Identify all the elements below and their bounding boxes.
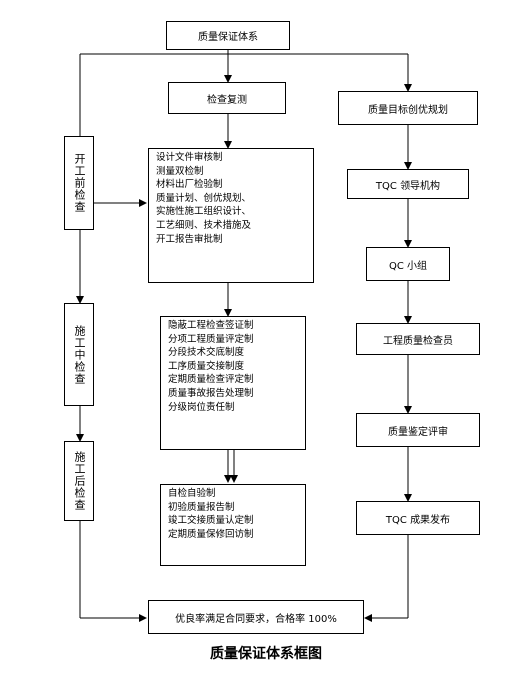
side-label-prestart: 开工前检查 xyxy=(73,153,86,213)
side-box-post: 施工后检查 xyxy=(64,441,94,521)
result-box: 优良率满足合同要求，合格率 100% xyxy=(148,600,364,634)
list-item: 实施性施工组织设计、 xyxy=(156,206,252,218)
qc-group-label: QC 小组 xyxy=(388,260,428,272)
list-item: 质量计划、创优规划、 xyxy=(156,192,252,204)
post-list-box: 自检自验制 初验质量报告制 竣工交接质量认定制 定期质量保修回访制 xyxy=(160,484,306,566)
tqc-leadership-box: TQC 领导机构 xyxy=(347,169,469,199)
list-item: 分段技术交底制度 xyxy=(168,347,245,359)
qc-group-box: QC 小组 xyxy=(366,247,450,281)
list-item: 竣工交接质量认定制 xyxy=(168,515,254,527)
side-box-prestart: 开工前检查 xyxy=(64,136,94,230)
tqc-leadership-label: TQC 领导机构 xyxy=(375,180,441,192)
list-item: 定期质量检查评定制 xyxy=(168,374,254,386)
side-box-inprogress: 施工中检查 xyxy=(64,303,94,406)
list-item: 隐蔽工程检查签证制 xyxy=(168,320,254,331)
list-item: 设计文件审核制 xyxy=(156,152,223,163)
quality-appraisal-box: 质量鉴定评审 xyxy=(356,413,480,447)
tqc-results-box: TQC 成果发布 xyxy=(356,501,480,535)
list-item: 开工报告审批制 xyxy=(156,233,223,245)
list-item: 分级岗位责任制 xyxy=(168,401,235,413)
list-item: 测量双检制 xyxy=(156,165,204,177)
inspect-review-label: 检查复测 xyxy=(207,94,247,106)
list-item: 工序质量交接制度 xyxy=(168,360,245,372)
quality-appraisal-label: 质量鉴定评审 xyxy=(388,426,448,438)
list-item: 分项工程质量评定制 xyxy=(168,333,254,345)
quality-inspector-box: 工程质量检查员 xyxy=(356,323,480,355)
quality-goal-box: 质量目标创优规划 xyxy=(338,91,478,125)
list-item: 自检自验制 xyxy=(168,488,216,499)
root-box: 质量保证体系 xyxy=(166,21,290,50)
side-label-inprogress: 施工中检查 xyxy=(73,324,86,385)
prestart-list-box: 设计文件审核制 测量双检制 材料出厂检验制 质量计划、创优规划、 实施性施工组织… xyxy=(148,148,314,283)
inprogress-list-box: 隐蔽工程检查签证制 分项工程质量评定制 分段技术交底制度 工序质量交接制度 定期… xyxy=(160,316,306,450)
diagram-caption: 质量保证体系框图 xyxy=(210,646,322,662)
list-item: 质量事故报告处理制 xyxy=(168,387,254,399)
inspect-review-box: 检查复测 xyxy=(168,82,286,114)
list-item: 初验质量报告制 xyxy=(168,501,235,513)
list-item: 定期质量保修回访制 xyxy=(168,528,254,540)
list-item: 材料出厂检验制 xyxy=(156,179,223,191)
quality-goal-label: 质量目标创优规划 xyxy=(368,104,448,116)
result-label: 优良率满足合同要求，合格率 100% xyxy=(175,613,337,625)
quality-inspector-label: 工程质量检查员 xyxy=(383,335,453,347)
side-label-post: 施工后检查 xyxy=(73,451,86,511)
root-label: 质量保证体系 xyxy=(198,32,258,43)
list-item: 工艺细则、技术措施及 xyxy=(156,219,252,231)
tqc-results-label: TQC 成果发布 xyxy=(385,514,451,526)
